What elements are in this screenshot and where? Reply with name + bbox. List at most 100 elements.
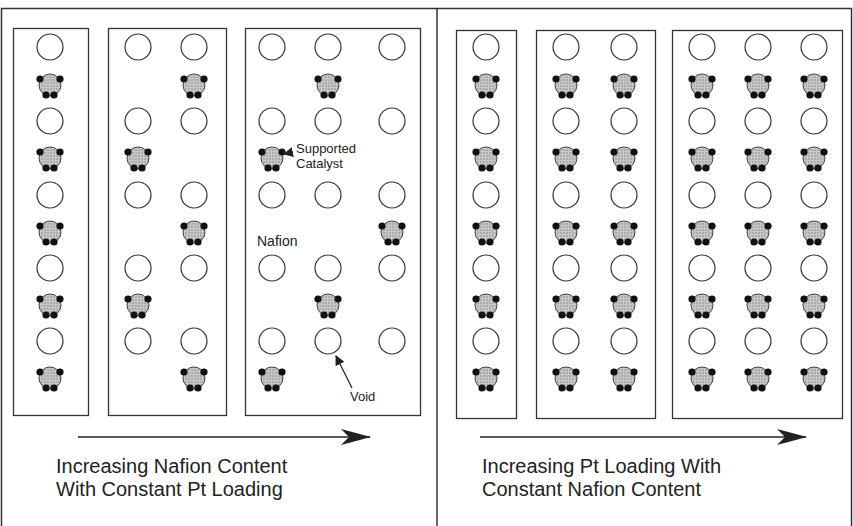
supported-catalyst xyxy=(180,74,207,99)
void-circle xyxy=(801,255,827,281)
leader-arrow xyxy=(284,152,293,154)
void-circle xyxy=(611,34,637,60)
material-label: Nafion xyxy=(257,233,317,249)
void-circle xyxy=(553,34,579,60)
void-circle xyxy=(473,328,499,354)
supported-catalyst xyxy=(258,147,285,172)
supported-catalyst xyxy=(744,367,771,392)
void-circle xyxy=(125,108,151,134)
void-circle xyxy=(181,108,207,134)
callout-label: Void xyxy=(350,390,400,405)
supported-catalyst xyxy=(36,294,63,319)
void-circle xyxy=(37,34,63,60)
void-circle xyxy=(259,255,285,281)
void-circle xyxy=(611,255,637,281)
void-circle xyxy=(37,182,63,208)
supported-catalyst xyxy=(552,294,579,319)
void-circle xyxy=(611,182,637,208)
supported-catalyst xyxy=(472,74,499,99)
void-circle xyxy=(37,255,63,281)
void-circle xyxy=(181,328,207,354)
supported-catalyst xyxy=(610,221,637,246)
callout-label: Supported Catalyst xyxy=(296,142,376,172)
void-circle xyxy=(745,255,771,281)
void-circle xyxy=(689,34,715,60)
supported-catalyst xyxy=(472,367,499,392)
supported-catalyst xyxy=(688,147,715,172)
void-circle xyxy=(611,328,637,354)
supported-catalyst xyxy=(610,147,637,172)
void-circle xyxy=(553,255,579,281)
void-circle xyxy=(379,34,405,60)
void-circle xyxy=(125,255,151,281)
supported-catalyst xyxy=(744,294,771,319)
supported-catalyst xyxy=(552,367,579,392)
supported-catalyst xyxy=(552,221,579,246)
supported-catalyst xyxy=(258,367,285,392)
supported-catalyst xyxy=(378,221,405,246)
supported-catalyst xyxy=(472,147,499,172)
void-circle xyxy=(745,108,771,134)
supported-catalyst xyxy=(688,74,715,99)
void-circle xyxy=(315,108,341,134)
void-circle xyxy=(689,328,715,354)
void-circle xyxy=(181,34,207,60)
void-circle xyxy=(379,182,405,208)
void-circle xyxy=(181,182,207,208)
void-circle xyxy=(745,182,771,208)
void-circle xyxy=(259,108,285,134)
supported-catalyst xyxy=(800,367,827,392)
catalyst-layer xyxy=(457,31,517,419)
catalyst-layer xyxy=(109,29,227,416)
supported-catalyst xyxy=(800,74,827,99)
supported-catalyst xyxy=(36,367,63,392)
supported-catalyst xyxy=(314,294,341,319)
catalyst-layer xyxy=(14,29,89,416)
supported-catalyst xyxy=(744,74,771,99)
supported-catalyst xyxy=(744,147,771,172)
supported-catalyst xyxy=(124,294,151,319)
supported-catalyst xyxy=(688,221,715,246)
catalyst-layer xyxy=(246,29,421,416)
supported-catalyst xyxy=(688,367,715,392)
void-circle xyxy=(473,108,499,134)
void-circle xyxy=(315,182,341,208)
supported-catalyst xyxy=(552,147,579,172)
void-circle xyxy=(611,108,637,134)
void-circle xyxy=(801,182,827,208)
void-circle xyxy=(379,255,405,281)
catalyst-layer xyxy=(537,31,656,419)
void-circle xyxy=(473,182,499,208)
void-circle xyxy=(259,182,285,208)
direction-arrow xyxy=(78,436,370,438)
supported-catalyst xyxy=(180,221,207,246)
panel-divider xyxy=(436,8,438,526)
caption-text: Increasing Nafion Content With Constant … xyxy=(56,455,318,501)
supported-catalyst xyxy=(800,221,827,246)
void-circle xyxy=(315,328,341,354)
void-circle xyxy=(259,328,285,354)
void-circle xyxy=(553,328,579,354)
supported-catalyst xyxy=(36,221,63,246)
void-circle xyxy=(745,34,771,60)
void-circle xyxy=(473,255,499,281)
void-circle xyxy=(315,255,341,281)
supported-catalyst xyxy=(180,367,207,392)
catalyst-layer xyxy=(673,31,843,419)
supported-catalyst xyxy=(552,74,579,99)
supported-catalyst xyxy=(36,147,63,172)
supported-catalyst xyxy=(610,294,637,319)
void-circle xyxy=(125,328,151,354)
void-circle xyxy=(801,34,827,60)
void-circle xyxy=(801,108,827,134)
void-circle xyxy=(745,328,771,354)
void-circle xyxy=(689,108,715,134)
void-circle xyxy=(473,34,499,60)
leader-arrow xyxy=(336,356,352,388)
void-circle xyxy=(689,255,715,281)
void-circle xyxy=(181,255,207,281)
supported-catalyst xyxy=(472,221,499,246)
void-circle xyxy=(125,182,151,208)
